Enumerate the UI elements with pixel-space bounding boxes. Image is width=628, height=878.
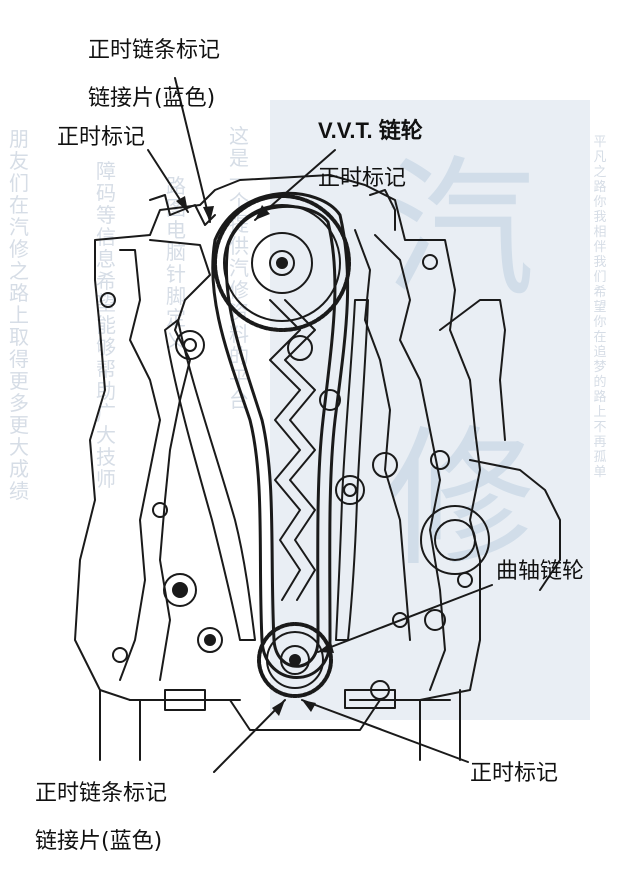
right-boss [420, 505, 490, 575]
bolt [287, 335, 313, 361]
label-line: 链接片(蓝色) [88, 86, 216, 111]
cam-cover-detail [149, 194, 216, 226]
timing-chain-diagram [74, 77, 561, 773]
arrowhead [302, 700, 316, 712]
label-vvt-sprocket: V.V.T. 链轮 正时标记 [318, 95, 423, 215]
vvt-sprocket-bolt [269, 250, 295, 276]
cam-cover-detail [369, 189, 396, 231]
label-line: 链接片(蓝色) [35, 829, 163, 854]
chain-guide-left [164, 319, 256, 641]
right-cover-contour [374, 234, 446, 691]
label-line: V.V.T. 链轮 [318, 118, 423, 143]
bolt [163, 573, 197, 607]
bolt-inner [183, 338, 197, 352]
bolt [457, 572, 473, 588]
crank-sprocket-teeth [257, 622, 333, 698]
timing-chain [211, 191, 350, 679]
label-top-timing-chain-mark: 正时链条标记 链接片(蓝色) [88, 15, 220, 135]
label-crank-sprocket: 曲轴链轮 [496, 559, 585, 584]
bolt [335, 475, 365, 505]
bolt [430, 450, 450, 470]
bolt [319, 389, 341, 411]
watermark-text: 朋友们在汽修之路上取得更多更大成绩 [9, 127, 29, 503]
bolt [175, 330, 205, 360]
label-timing-mark-left: 正时标记 [57, 125, 146, 150]
left-cover-contour [149, 239, 211, 681]
chain-guide-right [335, 299, 369, 641]
center-ribs [269, 299, 301, 601]
arrowhead [255, 205, 270, 220]
arrowhead [272, 700, 285, 716]
label-bottom-timing-chain-mark: 正时链条标记 链接片(蓝色) [35, 758, 167, 878]
leader-line-crank [317, 584, 493, 653]
crank-sprocket-center [289, 654, 301, 666]
crank-sprocket-body [266, 631, 324, 689]
arrowhead [176, 196, 188, 212]
engine-block-outline [74, 174, 481, 731]
label-line: 正时链条标记 [88, 38, 221, 63]
vvt-sprocket-hub [251, 232, 313, 294]
leader-line-bottom-timing-mark [301, 699, 469, 763]
bolt [112, 647, 128, 663]
bolt [152, 502, 168, 518]
bolt-inner [172, 582, 188, 598]
bolt-inner [204, 634, 216, 646]
vvt-sprocket-center [276, 257, 288, 269]
label-line: 正时标记 [318, 166, 407, 191]
leader-line-vvt [254, 149, 336, 221]
watermark-text: 平凡之路你我相伴我们希望你在追梦的路上不再孤单 [593, 135, 607, 480]
bolt-inner [343, 483, 357, 497]
bolt [100, 292, 116, 308]
watermark-big-char: 修 [385, 413, 536, 587]
watermark-text: 障码等信息希望能够帮助广大技师 [96, 159, 116, 491]
bottom-bracket [344, 689, 396, 709]
bolt [422, 254, 438, 270]
label-line: 正时链条标记 [35, 781, 168, 806]
arrowhead [203, 206, 214, 222]
leader-line-top-chain-mark [174, 77, 211, 223]
bolt [197, 627, 223, 653]
left-cover-contour [119, 249, 161, 681]
bottom-bracket [164, 689, 206, 711]
vvt-sprocket-body [223, 204, 341, 322]
crank-sprocket-hub [280, 645, 310, 675]
label-timing-mark-bottom-right: 正时标记 [470, 761, 559, 786]
center-ribs [284, 299, 316, 601]
right-cover-contour [354, 229, 411, 641]
oil-pan-rail [99, 689, 461, 761]
bolt [372, 452, 398, 478]
leader-line-bottom-chain-mark [213, 699, 286, 773]
bolt [392, 612, 408, 628]
right-boss-inner [434, 519, 476, 561]
engine-detail [469, 459, 561, 591]
watermark-big-char: 汽 [385, 143, 536, 317]
arrowhead [318, 642, 334, 653]
bolt [424, 609, 446, 631]
engine-detail [439, 299, 506, 441]
